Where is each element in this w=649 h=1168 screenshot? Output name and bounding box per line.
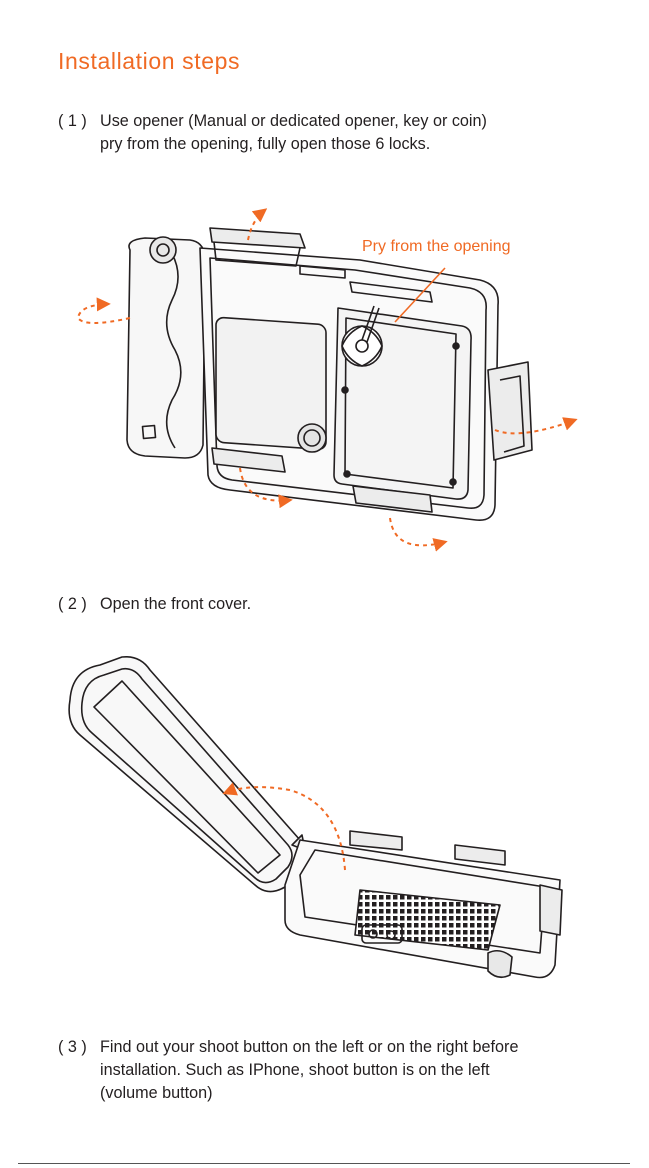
phone-housing-open-icon <box>68 655 563 979</box>
page-title: Installation steps <box>58 48 241 74</box>
housing-open-illustration <box>0 635 649 1015</box>
step-number: ( 3 ) <box>58 1038 87 1056</box>
step-number: ( 2 ) <box>58 595 87 613</box>
bottom-divider <box>18 1163 630 1164</box>
step-text-line: Find out your shoot button on the left o… <box>100 1038 519 1056</box>
step-number: ( 1 ) <box>58 112 87 130</box>
phone-housing-closed-icon <box>76 208 578 552</box>
step-text-line: Open the front cover. <box>100 595 252 613</box>
callout-label: Pry from the opening <box>362 238 511 255</box>
step-text-line: (volume button) <box>100 1084 213 1102</box>
step-text-line: installation. Such as IPhone, shoot butt… <box>100 1061 490 1079</box>
step-text-line: pry from the opening, fully open those 6… <box>100 135 431 153</box>
step-text-line: Use opener (Manual or dedicated opener, … <box>100 112 487 130</box>
housing-closed-illustration <box>0 190 649 570</box>
